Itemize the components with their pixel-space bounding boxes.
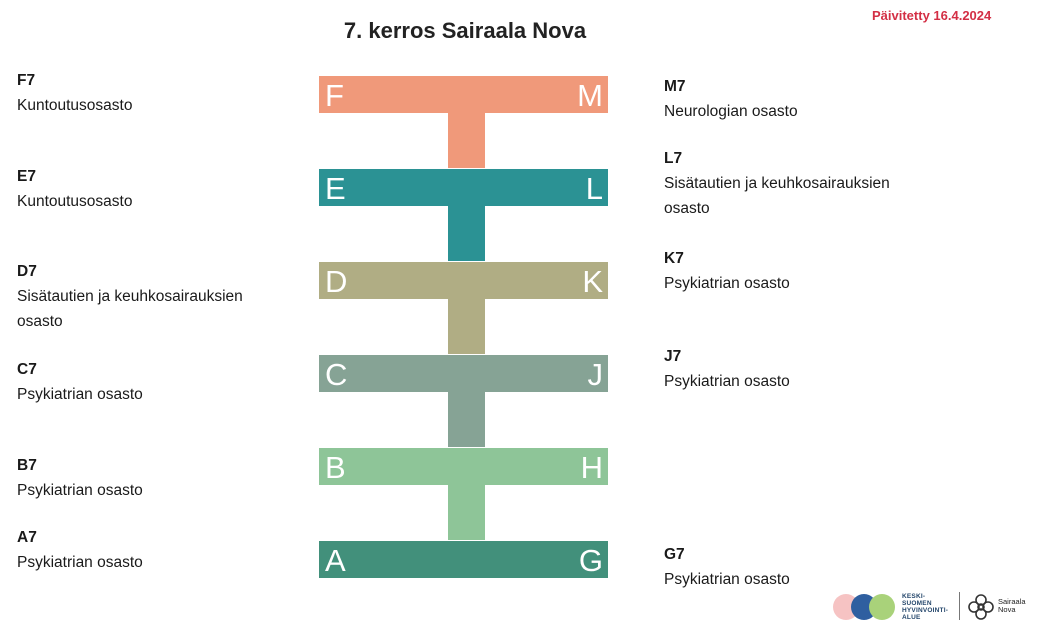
unit-code: B7 [17,457,37,474]
unit-label-l7: L7 Sisätautien ja keuhkosairauksien osas… [664,146,924,221]
unit-name: Psykiatrian osasto [664,571,790,588]
unit-name: Psykiatrian osasto [17,386,143,403]
unit-code: E7 [17,168,36,185]
unit-name: Psykiatrian osasto [17,482,143,499]
unit-label-g7: G7 Psykiatrian osasto [664,542,790,592]
unit-label-c7: C7 Psykiatrian osasto [17,357,143,407]
unit-name: Psykiatrian osasto [17,554,143,571]
hospital-logo-icon [968,594,994,620]
wing-letter-l: L [586,171,603,206]
unit-label-m7: M7 Neurologian osasto [664,74,798,124]
unit-label-d7: D7 Sisätautien ja keuhkosairauksien osas… [17,259,277,334]
unit-code: F7 [17,72,36,89]
unit-name: Sisätautien ja keuhkosairauksien osasto [664,175,890,217]
unit-label-b7: B7 Psykiatrian osasto [17,453,143,503]
wing-letter-f: F [325,78,344,113]
unit-code: M7 [664,78,686,95]
wing-bar-e-l [319,169,608,206]
unit-code: K7 [664,250,684,267]
connector-d-k [448,298,485,354]
wing-letter-k: K [582,264,603,299]
wing-bar-c-j [319,355,608,392]
wing-letter-h: H [581,450,603,485]
wing-bar-b-h [319,448,608,485]
wing-letter-e: E [325,171,346,206]
unit-name: Kuntoutusosasto [17,97,133,114]
wing-letter-m: M [577,78,603,113]
wing-letter-d: D [325,264,347,299]
wing-bar-a-g [319,541,608,578]
unit-label-f7: F7 Kuntoutusosasto [17,68,132,118]
logo-divider [959,592,960,620]
connector-f-m [448,112,485,168]
unit-code: J7 [664,348,682,365]
wing-letter-c: C [325,357,347,392]
unit-label-j7: J7 Psykiatrian osasto [664,344,790,394]
unit-name: Sisätautien ja keuhkosairauksien osasto [17,288,243,330]
unit-code: A7 [17,529,37,546]
wing-letter-a: A [325,543,346,578]
connector-b-h [448,484,485,540]
wing-letter-g: G [579,543,603,578]
region-logo-text: KESKI- SUOMEN HYVINVOINTI- ALUE [902,593,949,621]
wing-bar-f-m [319,76,608,113]
hospital-logo-text: Sairaala Nova [998,597,1026,614]
unit-code: C7 [17,361,37,378]
unit-code: G7 [664,546,685,563]
unit-label-k7: K7 Psykiatrian osasto [664,246,790,296]
wing-letter-b: B [325,450,346,485]
connector-e-l [448,205,485,261]
wing-letter-j: J [588,357,604,392]
page-title: 7. kerros Sairaala Nova [343,18,587,43]
unit-label-e7: E7 Kuntoutusosasto [17,164,132,214]
region-logo-icon [833,594,895,620]
connector-c-j [448,391,485,447]
unit-name: Psykiatrian osasto [664,275,790,292]
unit-code: L7 [664,150,683,167]
unit-code: D7 [17,263,37,280]
unit-name: Neurologian osasto [664,103,798,120]
unit-name: Psykiatrian osasto [664,373,790,390]
wing-bar-d-k [319,262,608,299]
updated-date: Päivitetty 16.4.2024 [872,8,992,23]
footer-logos: KESKI- SUOMEN HYVINVOINTI- ALUE Sairaala… [830,590,1035,623]
unit-label-a7: A7 Psykiatrian osasto [17,525,143,575]
unit-name: Kuntoutusosasto [17,193,133,210]
